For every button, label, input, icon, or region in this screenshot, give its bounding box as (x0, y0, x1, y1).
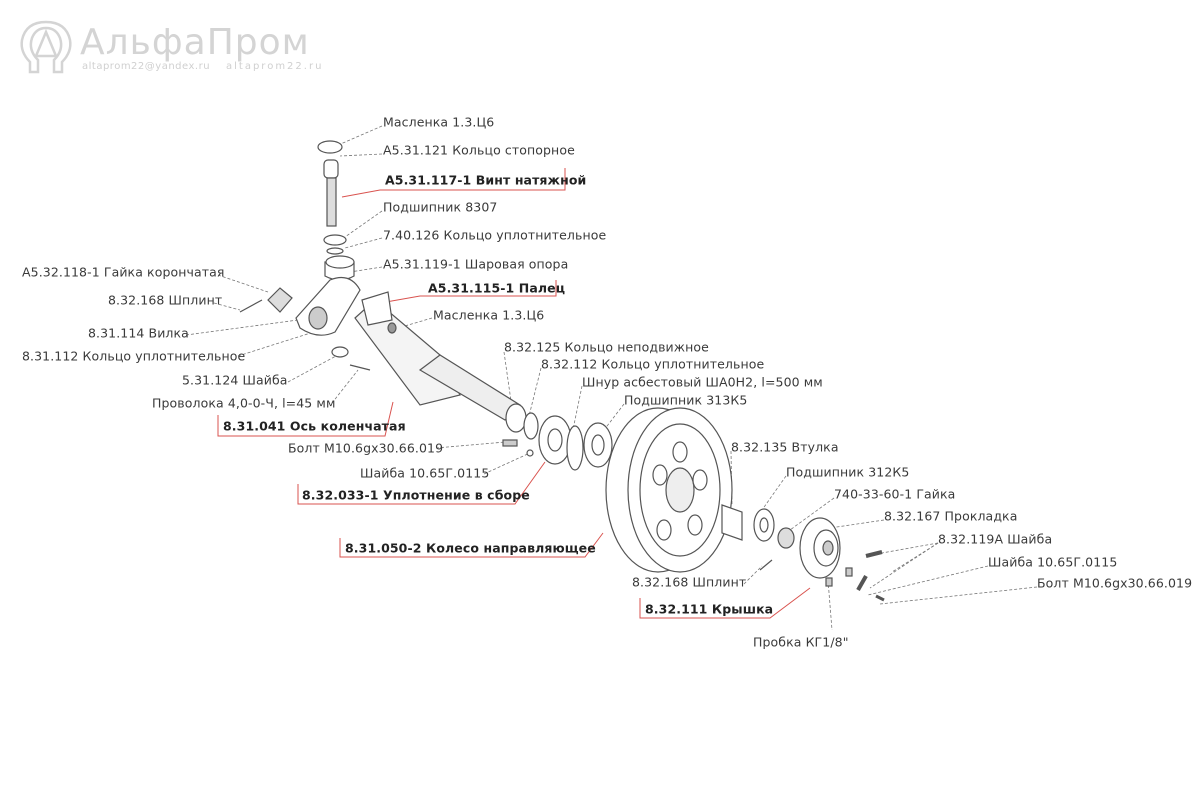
label-cotter-pin-left: 8.32.168 Шплинт (108, 292, 223, 308)
label-crank-axle: 8.31.041 Ось коленчатая (223, 418, 406, 434)
label-bearing-8307: Подшипник 8307 (383, 199, 498, 215)
logo-name: АльфаПром (80, 22, 310, 63)
label-washer-right: Шайба 10.65Г.0115 (988, 554, 1118, 570)
tension-screw-assembly (317, 140, 355, 281)
label-fork: 8.31.114 Вилка (88, 325, 189, 341)
label-seal-ring-740126: 7.40.126 Кольцо уплотнительное (383, 227, 607, 243)
label-seal-ring-832112: 8.32.112 Кольцо уплотнительное (541, 356, 765, 372)
label-seal-assembly: 8.32.033-1 Уплотнение в сборе (302, 487, 530, 503)
label-bearing-312k5: Подшипник 312К5 (786, 464, 910, 480)
label-oiler-top: Масленка 1.3.Ц6 (383, 114, 495, 130)
label-ball-support: А5.31.119-1 Шаровая опора (383, 256, 569, 272)
label-seal-ring-831112: 8.31.112 Кольцо уплотнительное (22, 348, 246, 364)
label-wire: Проволока 4,0-0-Ч, l=45 мм (152, 395, 336, 411)
label-asbestos-cord: Шнур асбестовый ША0Н2, l=500 мм (582, 374, 823, 390)
label-bushing: 8.32.135 Втулка (731, 439, 839, 455)
label-cover: 8.32.111 Крышка (645, 601, 774, 617)
label-washer-left: Шайба 10.65Г.0115 (360, 465, 490, 481)
label-retaining-ring: А5.31.121 Кольцо стопорное (383, 142, 575, 158)
label-tension-screw: А5.31.117-1 Винт натяжной (385, 172, 587, 188)
label-washer-531124: 5.31.124 Шайба (182, 372, 288, 388)
label-pin: А5.31.115-1 Палец (428, 280, 566, 296)
label-fixed-ring: 8.32.125 Кольцо неподвижное (504, 339, 709, 355)
label-washer-832119a: 8.32.119А Шайба (938, 531, 1053, 547)
fork-and-axle (239, 277, 521, 421)
label-gasket: 8.32.167 Прокладка (884, 508, 1018, 524)
callout-brackets (217, 168, 811, 619)
seal-parts (502, 403, 613, 471)
idler-wheel (605, 407, 733, 573)
label-bolt-left: Болт М10.6gх30.66.019 (288, 440, 444, 456)
label-cotter-pin-right: 8.32.168 Шплинт (632, 574, 747, 590)
logo-site: altaprom22.ru (226, 61, 324, 72)
label-nut-740: 740-33-60-1 Гайка (834, 486, 956, 502)
logo-emblem (20, 20, 72, 74)
label-oiler-mid: Масленка 1.3.Ц6 (433, 307, 545, 323)
label-bolt-right: Болт М10.6gх30.66.019 (1037, 575, 1193, 591)
label-plug: Пробка КГ1/8" (753, 634, 849, 650)
logo-email: altaprom22@yandex.ru (82, 61, 211, 72)
label-castle-nut: А5.32.118-1 Гайка корончатая (22, 264, 225, 280)
label-idler-wheel: 8.31.050-2 Колесо направляющее (345, 540, 596, 556)
label-bearing-313k5: Подшипник 313К5 (624, 392, 748, 408)
right-parts (721, 504, 885, 602)
